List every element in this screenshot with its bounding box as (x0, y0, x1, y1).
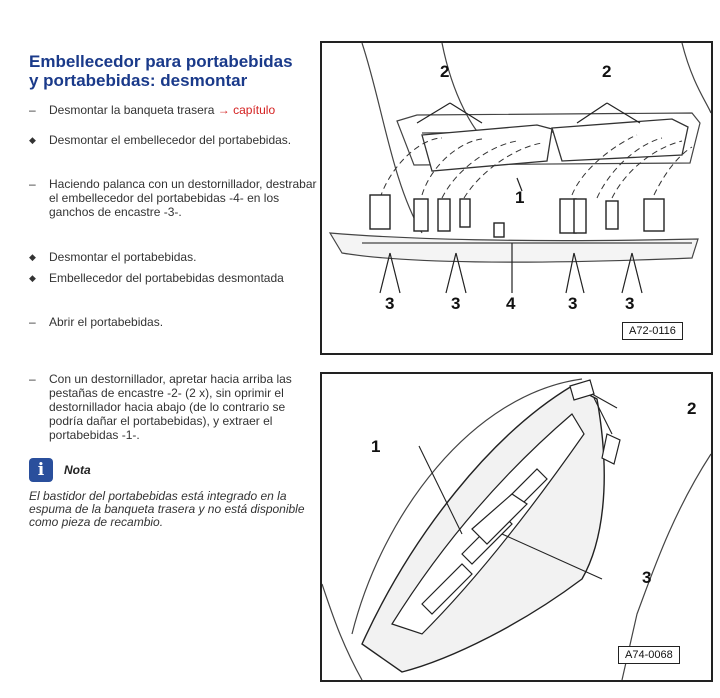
figure-1-drawing (328, 43, 711, 294)
chapter-link[interactable]: → capítulo (217, 103, 276, 117)
step-text: Abrir el portabebidas. (49, 315, 164, 329)
callout-3: 3 (625, 294, 635, 313)
title-line-1: Embellecedor para portabebidas (29, 52, 293, 71)
step-text: Haciendo palanca con un destornillador, … (49, 177, 317, 219)
callout-2: 2 (440, 62, 450, 81)
dash-marker (29, 177, 45, 191)
note-header: i Nota (29, 458, 229, 484)
note-label: Nota (64, 463, 91, 477)
callout-2: 2 (687, 399, 697, 418)
callout-4: 4 (506, 294, 516, 313)
step-7: Con un destornillador, apretar hacia arr… (29, 372, 319, 442)
dash-marker (29, 372, 45, 386)
step-1: Desmontar la banqueta trasera → capítulo (29, 103, 319, 117)
step-text: Desmontar el portabebidas. (49, 250, 197, 264)
callout-3: 3 (451, 294, 461, 313)
callout-3: 3 (385, 294, 395, 313)
dash-marker (29, 315, 45, 329)
info-icon: i (29, 458, 53, 482)
step-text: Desmontar la banqueta trasera (49, 103, 215, 117)
figure-code: A74-0068 (618, 646, 680, 664)
step-6: Abrir el portabebidas. (29, 315, 319, 329)
step-2: ◆ Desmontar el embellecedor del portabeb… (29, 133, 319, 147)
diamond-bullet-icon: ◆ (29, 135, 36, 145)
callout-2: 2 (602, 62, 612, 81)
figure-code: A72-0116 (622, 322, 683, 340)
figure-cupholder-trim: 2 2 1 3 3 4 3 3 A72-0116 (320, 41, 713, 355)
diamond-bullet-icon: ◆ (29, 252, 36, 262)
figure-2-drawing (322, 378, 711, 680)
step-text: Embellecedor del portabebidas desmontada (49, 271, 284, 285)
diamond-bullet-icon: ◆ (29, 273, 36, 283)
callout-3: 3 (568, 294, 578, 313)
note-text: El bastidor del portabebidas está integr… (29, 489, 305, 529)
step-5: ◆ Embellecedor del portabebidas desmonta… (29, 271, 319, 285)
step-text: Desmontar el embellecedor del portabebid… (49, 133, 292, 147)
title-line-2: y portabebidas: desmontar (29, 71, 248, 90)
page-title: Embellecedor para portabebidas y portabe… (29, 52, 319, 90)
step-3: Haciendo palanca con un destornillador, … (29, 177, 319, 219)
step-4: ◆ Desmontar el portabebidas. (29, 250, 319, 264)
callout-1: 1 (515, 188, 525, 207)
callout-3: 3 (642, 568, 652, 587)
dash-marker (29, 103, 45, 117)
step-text: Con un destornillador, apretar hacia arr… (49, 372, 292, 442)
callout-1: 1 (371, 437, 381, 456)
figure-cupholder-removal: 1 2 3 A74-0068 (320, 372, 713, 682)
